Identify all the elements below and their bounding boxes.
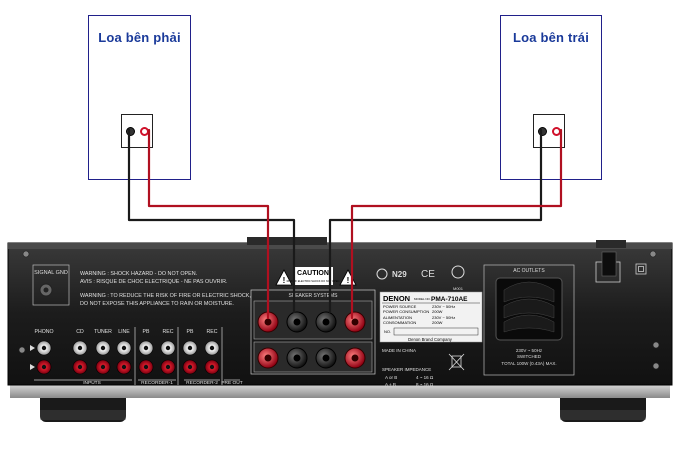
spec-label-2: ALIMENTATION — [383, 315, 412, 320]
svg-text:!: ! — [347, 276, 350, 285]
input-label-3: LINE — [118, 329, 130, 335]
ac-rating-3: TOTAL 100W (0.43A) MAX. — [501, 361, 556, 366]
rca-jack-hole — [209, 364, 215, 370]
rca-jack-hole — [143, 345, 149, 351]
rca-jack-hole — [209, 345, 215, 351]
left-speaker-box: Loa bên trái — [500, 15, 602, 180]
certification-marks: N29 CE M001 — [376, 265, 465, 291]
model-number: PMA-710AE — [431, 296, 468, 303]
company-name: Denon Brand Company — [408, 337, 453, 342]
input-group-brackets — [34, 327, 240, 385]
input-label-1: CD — [76, 329, 84, 335]
speaker-terminals-a — [257, 311, 366, 333]
rca-jack-hole — [41, 345, 47, 351]
impedance-row-0-label: A or B — [385, 375, 397, 380]
rca-jack-hole — [187, 345, 193, 351]
svg-text:!: ! — [283, 276, 286, 285]
spec-label-1: POWER CONSUMPTION — [383, 309, 429, 314]
channel-marker — [30, 364, 35, 370]
chassis-bottom-trim — [10, 382, 670, 398]
warning-line-3: WARNING : TO REDUCE THE RISK OF FIRE OR … — [80, 293, 251, 299]
spec-label-3: CONSOMMATION — [383, 320, 416, 325]
brand-name: DENON — [383, 294, 410, 303]
caution-label: CAUTION — [297, 270, 329, 277]
right-speaker-red-wire — [147, 128, 270, 320]
ac-rating-1: 230V ~ 50Hz — [516, 348, 543, 353]
signal-gnd-box — [32, 264, 70, 306]
rca-jack-hole — [187, 364, 193, 370]
ac-rating-2: SWITCHED — [517, 354, 542, 359]
rca-jack-hole — [165, 345, 171, 351]
input-jacks: PHONO CD TUNER LINE PB REC PB REC — [30, 329, 220, 375]
impedance-row-1-label: A + B — [385, 382, 396, 387]
spec-value-2: 230V ~ 50Hz — [432, 315, 455, 320]
caution-sublabel: RISK OF ELECTRIC SHOCK DO NOT OPEN — [287, 279, 340, 283]
double-insulation-mark — [635, 263, 647, 275]
ac-outlets-label: AC OUTLETS — [513, 268, 545, 274]
warning-line-2: AVIS : RISQUE DE CHOC ELECTRIQUE - NE PA… — [80, 279, 227, 285]
pre-out-label: PRE OUT — [221, 380, 242, 386]
rca-jack-hole — [165, 364, 171, 370]
right-speaker-negative-post — [126, 127, 135, 136]
impedance-title: SPEAKER IMPEDANCE — [382, 367, 431, 372]
left-speaker-red-wire — [350, 128, 563, 320]
right-foot — [560, 392, 646, 422]
recorder-1-label: RECORDER-1 — [141, 380, 173, 386]
speaker-systems-label: SPEAKER SYSTEMS — [289, 293, 339, 299]
input-label-4: PB — [143, 329, 150, 335]
rca-jack-hole — [143, 364, 149, 370]
left-foot — [40, 392, 126, 422]
right-speaker-box: Loa bên phải — [88, 15, 191, 180]
left-speaker-black-wire — [328, 128, 543, 314]
input-label-5: REC — [163, 329, 174, 335]
serial-label: NO. — [384, 329, 391, 334]
rca-jack-hole — [121, 364, 127, 370]
spec-label-0: POWER SOURCE — [383, 304, 417, 309]
model-prefix: MODEL NO. — [414, 297, 431, 301]
caution-label-group: ! CAUTION RISK OF ELECTRIC SHOCK DO NOT … — [275, 267, 357, 286]
m001-mark: M001 — [453, 286, 464, 291]
ac-outlets-panel — [483, 264, 575, 376]
speaker-systems-panel — [250, 289, 376, 375]
impedance-row-1-value: 8 ~ 16 Ω — [416, 382, 434, 387]
spec-value-1: 200W — [432, 309, 443, 314]
speaker-terminals-b — [257, 347, 366, 369]
input-label-6: PB — [187, 329, 194, 335]
input-label-2: TUNER — [94, 329, 112, 335]
right-speaker-black-wire — [127, 128, 296, 314]
warning-line-4: DO NOT EXPOSE THIS APPLIANCE TO RAIN OR … — [80, 301, 234, 307]
left-speaker-label: Loa bên trái — [512, 30, 590, 45]
power-cord — [601, 251, 617, 277]
weee-bin-icon — [448, 353, 465, 371]
model-label-plate: DENON MODEL NO. PMA-710AE POWER SOURCE 2… — [379, 291, 483, 343]
input-label-7: REC — [207, 329, 218, 335]
rca-jack-hole — [100, 364, 106, 370]
spec-value-0: 230V ~ 50Hz — [432, 304, 455, 309]
recorder-2-label: RECORDER-2 — [186, 380, 218, 386]
n29-mark: N29 — [392, 270, 407, 279]
left-speaker-negative-post — [538, 127, 547, 136]
right-speaker-label: Loa bên phải — [98, 30, 181, 45]
left-speaker-terminal — [533, 114, 565, 148]
rca-jack-hole — [77, 345, 83, 351]
ce-mark: CE — [421, 269, 435, 280]
warning-line-1: WARNING : SHOCK HAZARD - DO NOT OPEN. — [80, 271, 197, 277]
channel-marker — [30, 345, 35, 351]
ac-outlet[interactable] — [495, 277, 563, 341]
impedance-row-0-value: 4 ~ 16 Ω — [416, 375, 434, 380]
speaker-wires — [127, 128, 563, 320]
signal-gnd-label: SIGNAL GND — [34, 270, 68, 276]
input-label-0: PHONO — [34, 329, 53, 335]
rca-jack-hole — [100, 345, 106, 351]
rca-jack-hole — [41, 364, 47, 370]
rca-jack-hole — [121, 345, 127, 351]
made-in-label: MADE IN CHINA — [382, 348, 416, 353]
inputs-group-label: INPUTS — [83, 380, 101, 386]
spec-value-3: 200W — [432, 320, 443, 325]
rca-jack-hole — [77, 364, 83, 370]
